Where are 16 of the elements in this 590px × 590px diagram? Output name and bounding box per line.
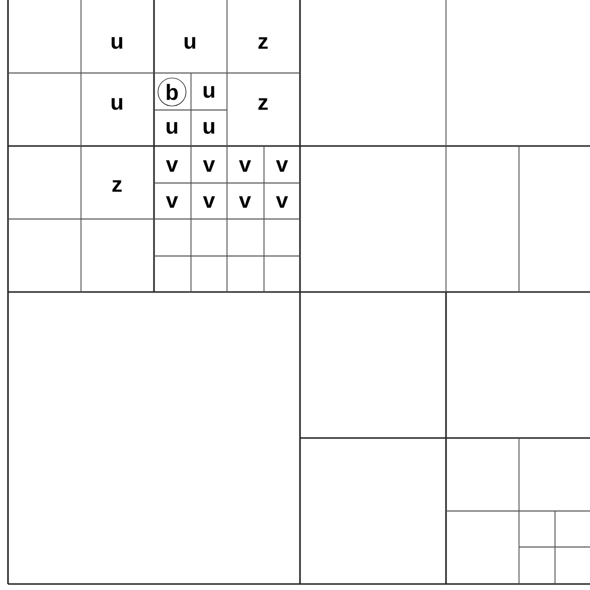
cell-letter: v — [166, 160, 178, 172]
cell-letter: z — [258, 37, 268, 49]
cell-letter: v — [276, 196, 288, 208]
cell-letter: v — [238, 196, 251, 208]
cell-letter: v — [238, 160, 251, 172]
cell-letter: u — [112, 98, 122, 110]
cell-letter: u — [184, 37, 196, 49]
cell-letter: v — [202, 196, 215, 208]
cell-letter: z — [112, 180, 122, 192]
cell-letter: v — [276, 160, 288, 172]
cell-letter: v — [202, 160, 215, 172]
cell-letter: v — [166, 196, 178, 208]
circled-letter: b — [158, 78, 186, 106]
cell-letter: u — [112, 37, 122, 49]
cell-letter: u — [204, 122, 214, 134]
cell-letter: z — [258, 98, 268, 110]
